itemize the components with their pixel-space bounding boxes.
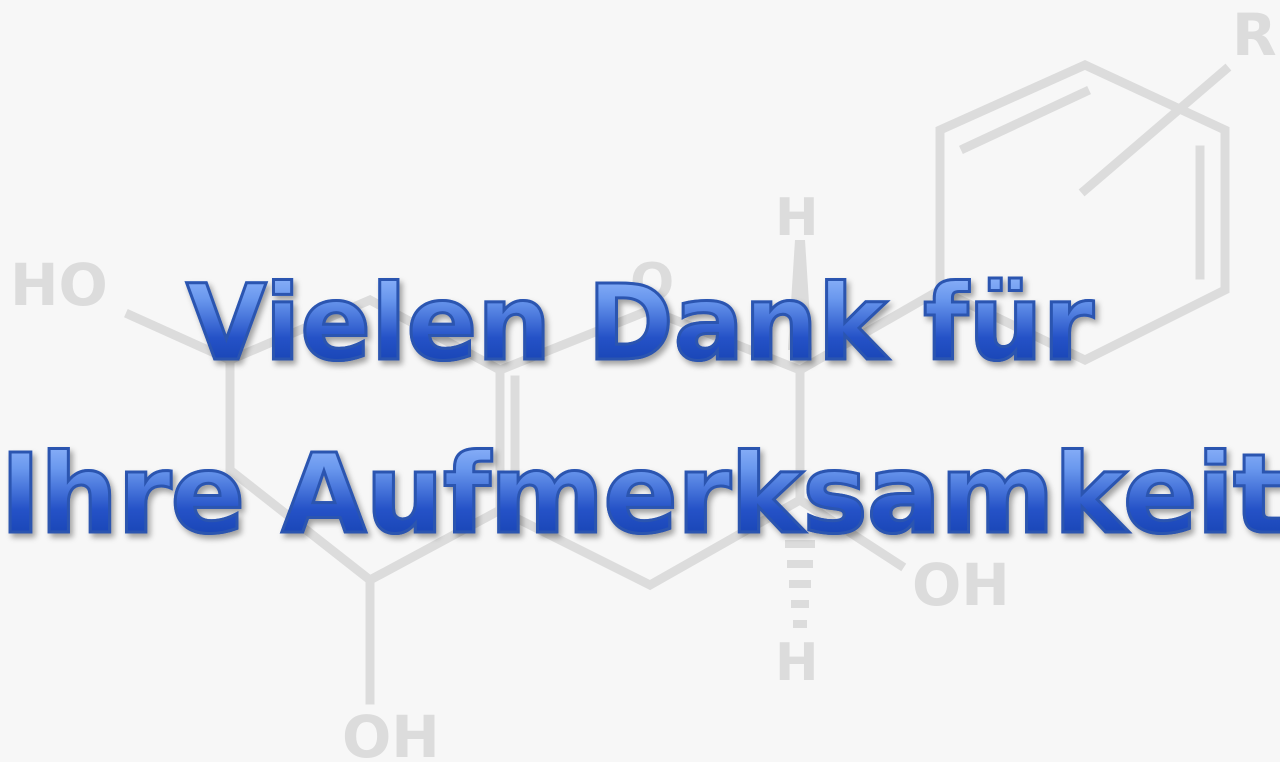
phenyl-ring-bond — [935, 60, 1230, 366]
hashed-bond-bottom — [785, 540, 815, 628]
h-top-label: H — [775, 188, 819, 248]
r-label: R — [1232, 1, 1277, 69]
oh-right-bond — [793, 493, 907, 572]
thank-you-heading-line1: Vielen Dank für — [0, 261, 1280, 386]
oh-bottom-label: OH — [342, 703, 440, 762]
ring-b-bond — [493, 305, 805, 591]
wedge-bond-top — [788, 240, 812, 350]
ho-label: HO — [10, 251, 108, 319]
phenyl-link-bond — [793, 283, 947, 377]
phenyl-double-a — [959, 86, 1091, 154]
ring-a-bond — [124, 295, 505, 586]
o-label: O — [630, 253, 674, 313]
h-bottom-label: H — [775, 633, 819, 693]
thank-you-heading-line2: Ihre Aufmerksamkeit — [0, 429, 1280, 560]
r-substituent-bond — [1078, 63, 1232, 197]
oh-right-label: OH — [912, 551, 1010, 619]
